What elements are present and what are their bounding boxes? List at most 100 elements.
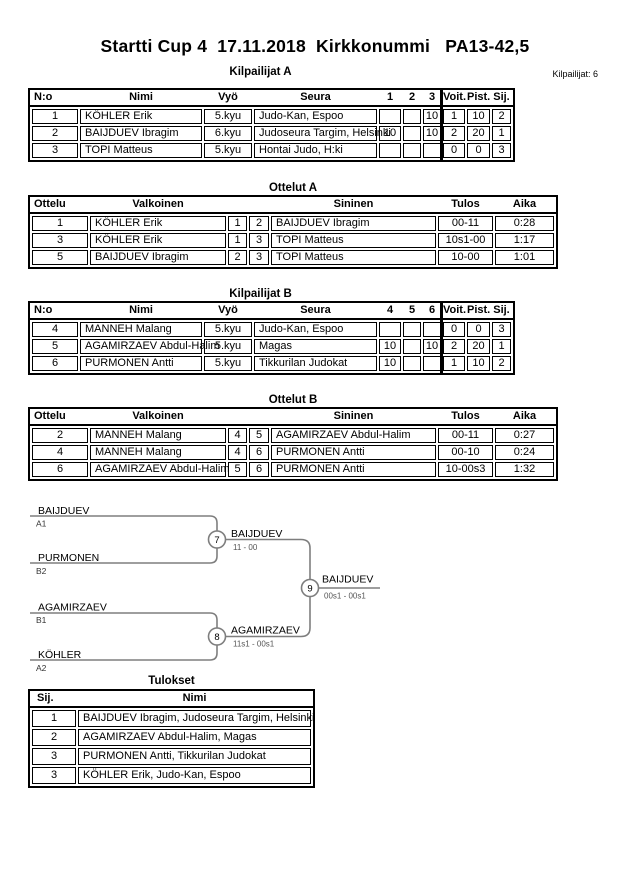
col-header: Sininen xyxy=(333,198,374,210)
competitor-name: AGAMIRZAEV Abdul-Halim xyxy=(80,339,219,354)
match-row: 6 AGAMIRZAEV Abdul-Halim 5 6 PURMONEN An… xyxy=(32,462,554,477)
match-score: 11 - 00 xyxy=(233,543,258,552)
col-header: Aika xyxy=(512,198,537,210)
col-header: Voit. xyxy=(443,91,467,103)
match-row: 2 MANNEH Malang 4 5 AGAMIRZAEV Abdul-Hal… xyxy=(32,428,554,443)
match-points: 10 xyxy=(379,356,401,371)
placement: 2 xyxy=(492,109,511,124)
match-points: 10 xyxy=(423,126,441,141)
competitor-belt: 5.kyu xyxy=(204,339,252,354)
match-points xyxy=(403,339,421,354)
col-header: Pist. xyxy=(467,91,491,103)
competitor-name: PURMONEN Antti xyxy=(80,356,202,371)
bracket-winner8-line xyxy=(217,596,311,638)
competitor-name: TOPI Matteus xyxy=(80,143,202,158)
col-header: Tulos xyxy=(451,410,480,422)
match-result: 00-11 xyxy=(438,428,493,443)
white-competitor: BAIJDUEV Ibragim xyxy=(90,250,226,265)
ottelut-b-table: Ottelu Valkoinen Sininen Tulos Aika 2 MA… xyxy=(28,407,558,481)
col-header: Nimi xyxy=(182,692,207,704)
white-competitor: MANNEH Malang xyxy=(90,428,226,443)
wins: 2 xyxy=(443,339,465,354)
result-name: PURMONEN Antti, Tikkurilan Judokat xyxy=(78,748,311,765)
section-title-ottelut-a: Ottelut A xyxy=(268,182,318,194)
white-number: 5 xyxy=(228,462,247,477)
competitor-club: Tikkurilan Judokat xyxy=(254,356,377,371)
points: 0 xyxy=(467,322,490,337)
result-name: KÖHLER Erik, Judo-Kan, Espoo xyxy=(78,767,311,784)
col-header: 5 xyxy=(408,304,416,316)
blue-number: 6 xyxy=(249,462,269,477)
col-header: 3 xyxy=(428,91,436,103)
col-header: N:o xyxy=(34,91,53,103)
col-header: Sininen xyxy=(333,410,374,422)
col-header: Ottelu xyxy=(34,410,66,422)
col-header: Nimi xyxy=(129,91,153,103)
competitor-name: MANNEH Malang xyxy=(80,322,202,337)
competitor-club: Magas xyxy=(254,339,377,354)
result-row: 1 BAIJDUEV Ibragim, Judoseura Targim, He… xyxy=(32,710,315,727)
competitor-club: Judo-Kan, Espoo xyxy=(254,322,377,337)
competitor-row: 3 TOPI Matteus 5.kyu Hontai Judo, H:ki 0… xyxy=(32,143,511,158)
match-points xyxy=(379,109,401,124)
white-competitor: MANNEH Malang xyxy=(90,445,226,460)
col-header: Vyö xyxy=(218,91,238,103)
points: 20 xyxy=(467,126,490,141)
competitor-belt: 5.kyu xyxy=(204,322,252,337)
result-placement: 2 xyxy=(32,729,76,746)
match-row: 5 BAIJDUEV Ibragim 2 3 TOPI Matteus 10-0… xyxy=(32,250,554,265)
match-time: 0:27 xyxy=(495,428,554,443)
bracket-slot-seed: B1 xyxy=(36,615,47,625)
match-number: 2 xyxy=(32,428,88,443)
kilpailijat-a-table: N:o Nimi Vyö Seura 1 2 3 Voit. Pist. Sij… xyxy=(28,88,515,162)
competitor-club: Hontai Judo, H:ki xyxy=(254,143,377,158)
col-header: Seura xyxy=(300,304,331,316)
blue-competitor: TOPI Matteus xyxy=(271,233,436,248)
competitor-club: Judo-Kan, Espoo xyxy=(254,109,377,124)
blue-number: 2 xyxy=(249,216,269,231)
column-group-divider xyxy=(440,90,443,160)
match-time: 1:32 xyxy=(495,462,554,477)
match-time: 1:01 xyxy=(495,250,554,265)
bracket-slot-seed: A1 xyxy=(36,519,47,529)
white-competitor: KÖHLER Erik xyxy=(90,216,226,231)
competitor-belt: 5.kyu xyxy=(204,143,252,158)
section-title-kilpailijat-a: Kilpailijat A xyxy=(229,66,292,78)
bracket-slot-seed: A2 xyxy=(36,663,47,673)
match-points xyxy=(423,143,441,158)
result-row: 3 PURMONEN Antti, Tikkurilan Judokat xyxy=(32,748,311,765)
match-time: 1:17 xyxy=(495,233,554,248)
col-header: Tulos xyxy=(451,198,480,210)
result-name: AGAMIRZAEV Abdul-Halim, Magas xyxy=(78,729,311,746)
page-title: Startti Cup 4 17.11.2018 Kirkkonummi PA1… xyxy=(100,36,530,56)
match-time: 0:28 xyxy=(495,216,554,231)
placement: 1 xyxy=(492,126,511,141)
bracket-slot-name: PURMONEN xyxy=(38,552,99,564)
competitor-belt: 5.kyu xyxy=(204,356,252,371)
match-winner-name: AGAMIRZAEV xyxy=(231,625,300,637)
placement: 3 xyxy=(492,143,511,158)
col-header: Sij. xyxy=(493,304,510,316)
match-circle-7 xyxy=(207,530,227,549)
match-points xyxy=(379,322,401,337)
bracket-winner7-line xyxy=(217,538,311,580)
result-row: 3 KÖHLER Erik, Judo-Kan, Espoo xyxy=(32,767,311,784)
col-header: Sij. xyxy=(493,91,510,103)
match-number: 1 xyxy=(32,216,88,231)
competitor-number: 5 xyxy=(32,339,78,354)
white-number: 4 xyxy=(228,445,247,460)
bracket-slot-seed: B2 xyxy=(36,566,47,576)
competitor-row: 1 KÖHLER Erik 5.kyu Judo-Kan, Espoo 10 1… xyxy=(32,109,511,124)
bracket-slot-name: BAIJDUEV xyxy=(38,505,89,517)
competitor-number: 4 xyxy=(32,322,78,337)
placement: 2 xyxy=(492,356,511,371)
col-header: N:o xyxy=(34,304,53,316)
col-header: Vyö xyxy=(218,304,238,316)
competitors-count: Kilpailijat: 6 xyxy=(552,69,598,79)
competitor-row: 4 MANNEH Malang 5.kyu Judo-Kan, Espoo 0 … xyxy=(32,322,511,337)
blue-competitor: BAIJDUEV Ibragim xyxy=(271,216,436,231)
col-header xyxy=(228,410,247,423)
match-number: 4 xyxy=(32,445,88,460)
competitor-belt: 6.kyu xyxy=(204,126,252,141)
kilpailijat-b-header-row: N:o Nimi Vyö Seura 4 5 6 Voit. Pist. Sij… xyxy=(30,303,513,320)
